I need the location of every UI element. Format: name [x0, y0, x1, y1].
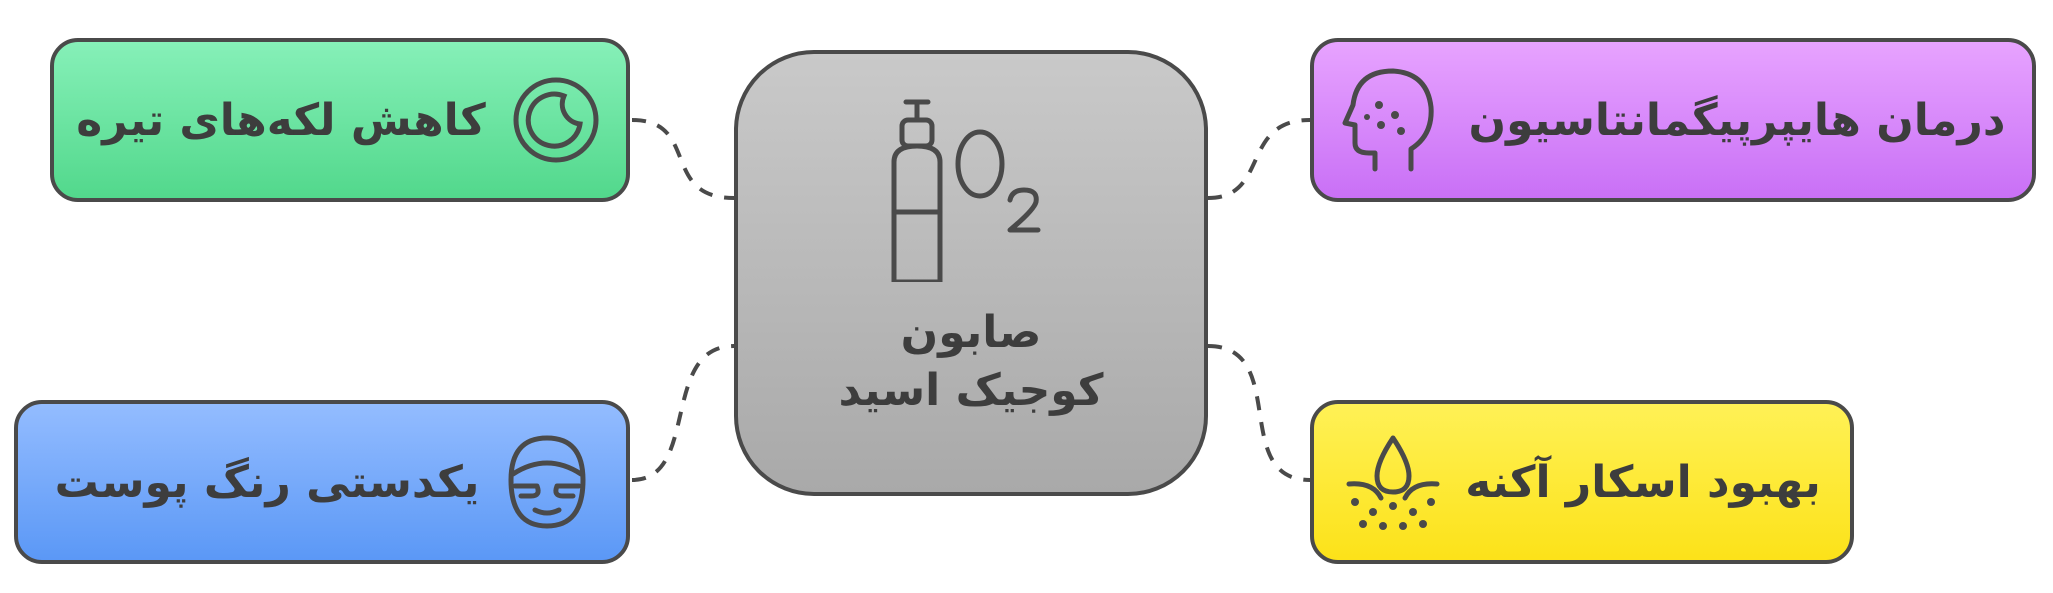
o2-bottle-icon: [891, 99, 1041, 282]
connector-bottom-left: [631, 344, 735, 482]
node-dark-spots-label: کاهش لکه‌های تیره: [76, 94, 486, 146]
node-acne-scars: بهبود اسکار آکنه: [1310, 400, 1854, 564]
center-title-line2: کوجیک اسید: [838, 365, 1104, 416]
node-acne-scars-label: بهبود اسکار آکنه: [1465, 456, 1821, 508]
center-node: صابون کوجیک اسید: [734, 50, 1208, 496]
node-hyperpigmentation-label: درمان هایپرپیگمانتاسیون: [1468, 94, 2006, 146]
moon-icon: [513, 77, 599, 163]
node-dark-spots: کاهش لکه‌های تیره: [50, 38, 630, 202]
face-mask-icon: [508, 435, 586, 529]
connector-bottom-right: [1207, 344, 1311, 482]
node-even-tone: یکدستی رنگ پوست: [14, 400, 630, 564]
node-hyperpigmentation: درمان هایپرپیگمانتاسیون: [1310, 38, 2036, 202]
connector-top-left: [631, 118, 735, 200]
drop-splash-icon: [1346, 435, 1440, 530]
center-title: صابون کوجیک اسید: [738, 304, 1204, 420]
center-title-line1: صابون: [900, 307, 1042, 358]
connector-top-right: [1207, 118, 1311, 200]
face-spots-icon: [1342, 68, 1434, 172]
node-even-tone-label: یکدستی رنگ پوست: [54, 456, 480, 508]
